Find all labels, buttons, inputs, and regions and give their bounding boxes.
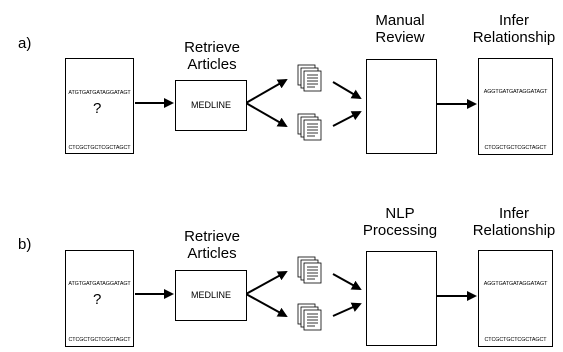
manual-review-label: Manual Review xyxy=(375,12,425,46)
sequence-top-text: ATGTGATGATAGGATAGT xyxy=(68,90,131,96)
medline-label: MEDLINE xyxy=(190,100,231,110)
medline-label: MEDLINE xyxy=(190,290,231,300)
sequence-bottom-text: CTCGCTGCTCGCTAGCT xyxy=(68,337,131,343)
sequence-bottom-text: CTCGCTGCTCGCTAGCT xyxy=(68,145,131,151)
inferred-relationship-box: AGGTGATGATAGGATAGT CTCGCTGCTCGCTAGCT xyxy=(478,250,553,347)
nlp-processing-label: NLP Processing xyxy=(362,205,438,239)
sequence-top-text: ATGTGATGATAGGATAGT xyxy=(68,281,131,287)
document-stack-icon xyxy=(297,303,322,331)
panel-a-arrows xyxy=(135,79,477,127)
gene-pair-box: ATGTGATGATAGGATAGT ? CTCGCTGCTCGCTAGCT xyxy=(65,250,134,347)
sequence-top-text: AGGTGATGATAGGATAGT xyxy=(483,89,548,95)
medline-box: MEDLINE xyxy=(175,80,247,131)
nlp-processing-box xyxy=(366,251,437,346)
sequence-bottom-text: CTCGCTGCTCGCTAGCT xyxy=(484,337,547,343)
retrieve-articles-label: Retrieve Articles xyxy=(184,228,240,262)
sequence-bottom-text: CTCGCTGCTCGCTAGCT xyxy=(484,145,547,151)
medline-box: MEDLINE xyxy=(175,270,247,321)
inferred-relationship-box: AGGTGATGATAGGATAGT CTCGCTGCTCGCTAGCT xyxy=(478,58,553,155)
question-mark: ? xyxy=(93,291,102,308)
document-stack-icon xyxy=(297,256,322,284)
manual-review-box xyxy=(366,59,437,154)
sequence-top-text: AGGTGATGATAGGATAGT xyxy=(483,281,548,287)
document-stack-icon xyxy=(297,64,322,92)
infer-relationship-label: Infer Relationship xyxy=(472,12,556,46)
retrieve-articles-label: Retrieve Articles xyxy=(184,39,240,73)
infer-relationship-label: Infer Relationship xyxy=(472,205,556,239)
document-stack-icon xyxy=(297,113,322,141)
gene-pair-box: ATGTGATGATAGGATAGT ? CTCGCTGCTCGCTAGCT xyxy=(65,58,134,154)
panel-b-tag: b) xyxy=(18,236,32,253)
panel-b-arrows xyxy=(135,271,477,317)
question-mark: ? xyxy=(93,100,102,117)
panel-a-tag: a) xyxy=(18,35,32,52)
